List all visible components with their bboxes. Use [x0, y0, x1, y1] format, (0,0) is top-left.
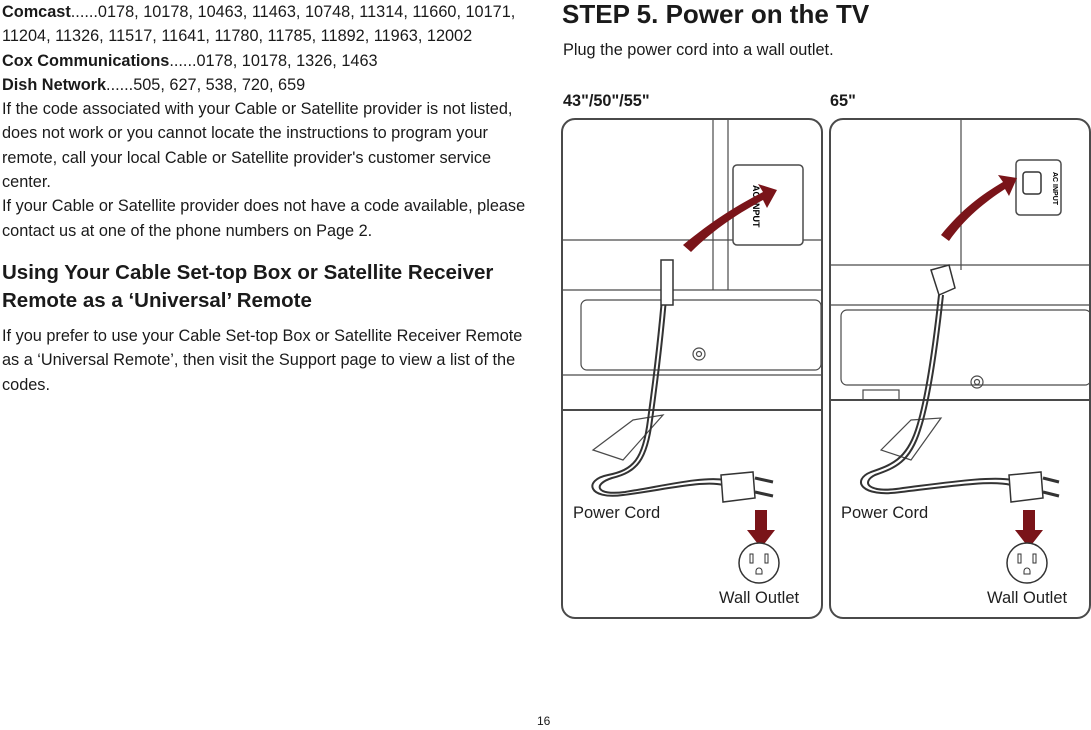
outlet-icon: [1006, 542, 1048, 584]
model-label-small: 43"/50"/55": [563, 92, 650, 110]
tv-back-illustration: AC INPUT: [563, 120, 821, 584]
illustration-panel-small: AC INPUT Power Cord Wall Outlet: [561, 118, 823, 619]
cord-connector: [930, 264, 956, 297]
insert-arrow-icon: [683, 184, 777, 252]
port-label: AC INPUT: [751, 185, 761, 228]
provider-comcast: Comcast......0178, 10178, 10463, 11463, …: [2, 0, 537, 49]
illustration-panel-65: AC INPUT Power Cord Wall Outlet: [829, 118, 1091, 619]
provider-name: Cox Communications: [2, 51, 170, 70]
provider-codes: ......0178, 10178, 10463, 11463, 10748, …: [2, 3, 516, 46]
cord-connector: [660, 259, 674, 306]
provider-codes: ......0178, 10178, 1326, 1463: [169, 51, 378, 70]
plug: [720, 471, 756, 503]
power-cord-label: Power Cord: [841, 504, 929, 522]
provider-name: Dish Network: [2, 75, 107, 94]
wall-outlet-label: Wall Outlet: [719, 589, 800, 607]
outlet-icon: [738, 542, 780, 584]
provider-name: Comcast: [2, 3, 71, 21]
page-number: 16: [537, 714, 551, 728]
provider-codes: ......505, 627, 538, 720, 659: [106, 75, 306, 94]
step-title: STEP 5. Power on the TV: [562, 0, 870, 29]
down-arrow-icon: [747, 510, 775, 548]
model-label-65: 65": [830, 92, 856, 110]
no-code-available-paragraph: If your Cable or Satellite provider does…: [2, 197, 526, 240]
code-not-listed-paragraph: If the code associated with your Cable o…: [2, 100, 513, 192]
wall-outlet-label: Wall Outlet: [987, 589, 1068, 607]
down-arrow-icon: [1015, 510, 1043, 548]
left-column: Comcast......0178, 10178, 10463, 11463, …: [2, 0, 537, 397]
provider-dish: Dish Network......505, 627, 538, 720, 65…: [2, 73, 537, 97]
provider-cox: Cox Communications......0178, 10178, 132…: [2, 49, 537, 73]
insert-arrow-icon: [941, 175, 1017, 241]
plug: [1008, 471, 1044, 503]
universal-remote-paragraph: If you prefer to use your Cable Set-top …: [2, 326, 523, 394]
power-cord-label: Power Cord: [573, 504, 661, 522]
tv-back-illustration: AC INPUT: [831, 120, 1089, 584]
port-label: AC INPUT: [1051, 172, 1058, 206]
universal-remote-heading: Using Your Cable Set-top Box or Satellit…: [2, 260, 494, 312]
step-instruction: Plug the power cord into a wall outlet.: [563, 41, 834, 59]
